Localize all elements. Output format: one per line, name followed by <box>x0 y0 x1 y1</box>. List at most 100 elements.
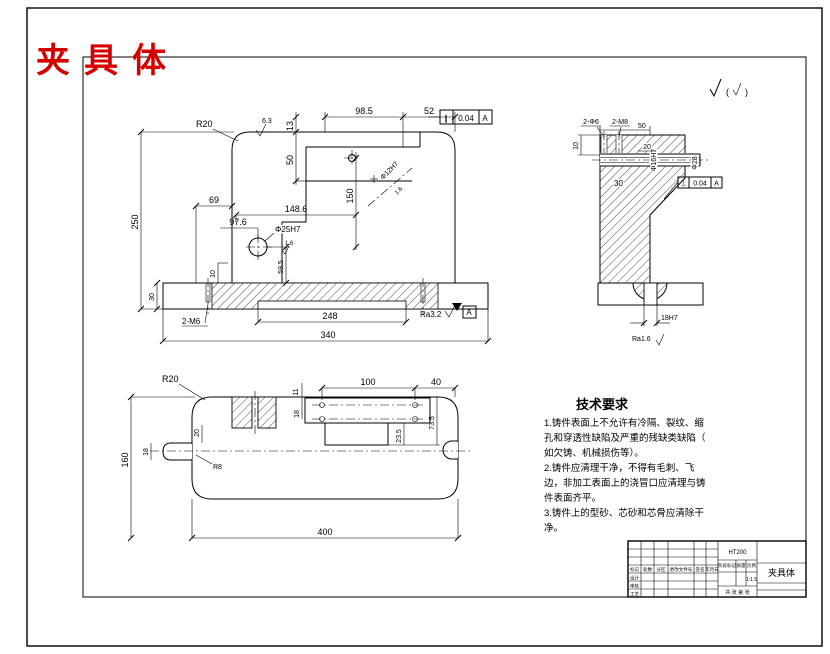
front-m6-label: 2-M6 <box>182 317 201 326</box>
bottom-plate-holes <box>312 402 425 422</box>
bottom-dim-tab: 20 18 R8 <box>143 425 222 471</box>
tb-header-count: 处数 <box>643 566 652 573</box>
tb-scale-label: 比例 <box>747 562 756 569</box>
front-slant-finish-label: 1.6 <box>394 186 405 197</box>
dim-250: 250 <box>130 214 140 229</box>
tb-row-design: 设计 <box>630 575 639 582</box>
tech-line: 件表面齐平。 <box>544 492 601 504</box>
front-base-recess <box>257 300 407 310</box>
parallelism-frame: ∥ 0.04 A <box>428 109 493 125</box>
dim-23-5: 23.5 <box>396 429 403 443</box>
front-hole-leader <box>264 232 275 242</box>
bottom-hatch-2 <box>257 396 277 429</box>
dim-20-tab: 20 <box>194 429 201 437</box>
tb-part-name: 夹具体 <box>768 567 795 578</box>
tech-title: 技术要求 <box>576 397 629 412</box>
roughness-paren-close: ) <box>745 87 748 97</box>
dim-11: 11 <box>293 388 300 395</box>
front-view: Φ12H7 1.6 98.5 52 ∥ 0.04 A 13 <box>130 106 493 345</box>
tech-line: 3.铸件上的型砂、芯砂和芯骨应清除干 <box>544 507 704 519</box>
tb-scale-value: 1:1.5 <box>746 577 757 583</box>
side-dim-30: 30 <box>614 179 623 188</box>
front-hole-finish-value: 1.6 <box>285 241 294 247</box>
bottom-outline <box>191 396 459 500</box>
fcf-perp-datum: A <box>714 181 719 188</box>
roughness-note: ( ) <box>709 78 748 98</box>
page-title: 夹具体 <box>36 42 180 80</box>
fcf-par-datum: A <box>482 114 488 123</box>
tb-header-zone: 分区 <box>657 566 666 573</box>
roughness-check-icon <box>709 78 722 98</box>
dim-160: 160 <box>120 452 130 467</box>
dim-100: 100 <box>360 377 375 387</box>
dim-400: 400 <box>317 527 332 537</box>
front-finish-check-icon <box>255 123 267 137</box>
tech-line: 净。 <box>544 522 563 534</box>
front-dim-59-5: 59.5 <box>266 243 290 287</box>
dim-50: 50 <box>285 155 295 165</box>
dim-10: 10 <box>210 270 217 278</box>
bottom-dim-160: 160 <box>120 393 195 542</box>
tech-line: 孔和穿透性缺陷及严重的残缺类缺陷（ <box>544 432 706 444</box>
tech-line: 如欠铸、机械损伤等）。 <box>544 447 644 459</box>
dim-340: 340 <box>320 330 335 340</box>
front-m6-holes <box>205 278 426 314</box>
front-r20-leader <box>212 128 239 142</box>
front-dim-10-30: 10 30 <box>149 262 228 313</box>
tb-stage-label: 阶段标记 <box>718 562 736 569</box>
front-dim-69: 69 <box>192 195 236 283</box>
tb-material: HT200 <box>728 550 747 556</box>
side-holes-a-leader <box>596 126 605 138</box>
front-ra-label: Ra3.2 <box>420 310 442 319</box>
front-body-outline <box>231 131 456 283</box>
dim-18h7: 18H7 <box>661 315 678 322</box>
fcf-par-tol: 0.04 <box>458 114 474 123</box>
title-block-border <box>627 540 807 598</box>
front-r20-label: R20 <box>196 119 213 129</box>
roughness-paren-open: ( <box>726 87 729 97</box>
front-dim-mid: 97.6 148.6 150 <box>220 152 360 251</box>
datum-triangle-icon <box>452 303 462 311</box>
dim-148-6: 148.6 <box>285 204 308 214</box>
outer-border <box>26 7 823 647</box>
side-dim-50: 50 <box>599 122 651 135</box>
side-bushing <box>592 153 710 167</box>
front-dim-top: 98.5 52 <box>321 106 459 147</box>
front-slant-axis <box>367 167 413 207</box>
tb-weight-label: 质量 <box>737 562 746 569</box>
side-holes-b-label: 2-M8 <box>612 119 628 126</box>
side-slot-finish-check-icon <box>655 333 665 346</box>
bottom-dim-400: 400 <box>188 499 462 542</box>
bottom-r8-label: R8 <box>213 464 222 471</box>
front-slant-hole-label: Φ12H7 <box>379 161 400 182</box>
dim-248: 248 <box>322 311 337 321</box>
dim-18: 18 <box>294 410 301 418</box>
side-view: Φ16H7 Φ28 30 18H7 Ra1.6 ⊥ 0.04 A 2-Φ6 <box>573 119 723 346</box>
dim-side-20: 20 <box>643 144 651 151</box>
bottom-view: R20 160 20 18 R8 11 100 40 18 <box>120 374 470 542</box>
bottom-r20-label: R20 <box>162 374 179 384</box>
dim-98-5: 98.5 <box>355 106 373 116</box>
side-bushing-od-label: Φ28 <box>692 156 699 169</box>
dim-13: 13 <box>285 121 295 131</box>
dim-52: 52 <box>424 106 434 116</box>
dim-150: 150 <box>345 188 355 203</box>
front-hole-label: Φ25H7 <box>275 225 301 234</box>
front-hole-finish-icon <box>281 245 290 255</box>
roughness-check-small-icon <box>732 82 742 96</box>
dim-73-5: 73.5 <box>429 416 436 430</box>
side-holes-b-leader <box>618 126 622 138</box>
bottom-left-tab <box>162 442 192 461</box>
dim-side-10: 10 <box>573 142 580 150</box>
datum-box <box>462 305 477 319</box>
side-dim-10: 10 <box>573 134 600 156</box>
bottom-right-notch <box>442 440 458 460</box>
front-dim-248: 248 <box>254 309 410 326</box>
tb-row-process: 工艺 <box>630 592 639 597</box>
front-ra-check-icon <box>444 304 456 318</box>
dim-18-tab: 18 <box>143 448 150 456</box>
front-datum-group: Ra3.2 A <box>420 303 477 319</box>
side-bushing-label: Φ16H7 <box>651 149 658 171</box>
perpendicularity-frame: ⊥ 0.04 A <box>663 176 723 200</box>
